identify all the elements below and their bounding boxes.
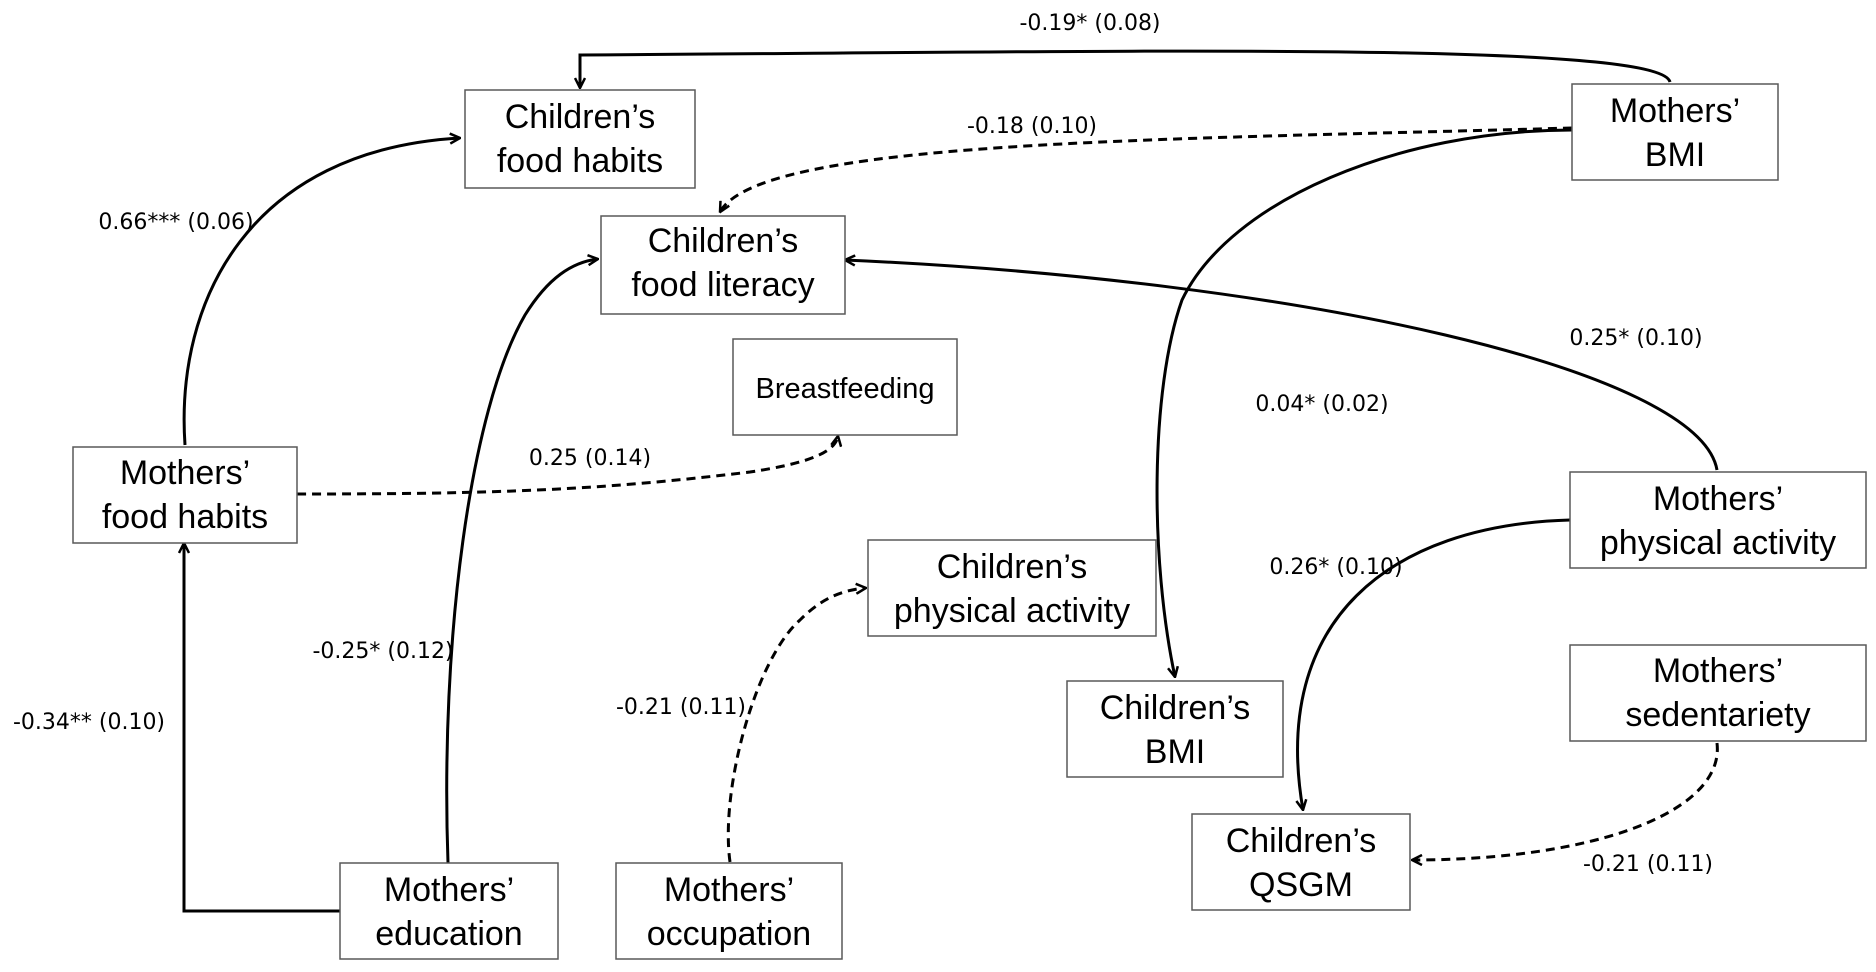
edge-mothers-bmi-to-children-food-literacy (720, 126, 1573, 212)
edge-label-food-habits-food-habits: 0.66*** (0.06) (98, 210, 253, 235)
edge-label-bmi-food-literacy: -0.18 (0.10) (967, 114, 1097, 139)
svg-text:sedentariety: sedentariety (1625, 696, 1810, 734)
svg-text:Children’s: Children’s (648, 222, 799, 260)
edge-label-bmi-children-bmi: 0.04* (0.02) (1255, 392, 1388, 417)
edge-label-physical-activity-food-literacy: 0.25* (0.10) (1569, 326, 1702, 351)
node-children-physical-activity: Children’s physical activity (867, 539, 1157, 637)
svg-text:physical activity: physical activity (894, 592, 1130, 630)
svg-text:Mothers’: Mothers’ (664, 871, 794, 909)
edge-mothers-sedentariety-to-children-qsgm (1412, 742, 1719, 860)
edge-mothers-education-to-mothers-food-habits (184, 543, 340, 913)
svg-text:Children’s: Children’s (937, 548, 1088, 586)
node-children-bmi: Children’s BMI (1066, 680, 1284, 778)
edge-mothers-bmi-to-children-food-habits (580, 49, 1672, 88)
edge-label-sedentariety-qsgm: -0.21 (0.11) (1583, 852, 1713, 877)
svg-text:Children’s: Children’s (1226, 822, 1377, 860)
node-mothers-bmi: Mothers’ BMI (1571, 83, 1779, 181)
node-children-food-literacy: Children’s food literacy (600, 215, 846, 315)
node-mothers-physical-activity: Mothers’ physical activity (1569, 471, 1867, 569)
svg-text:physical activity: physical activity (1600, 524, 1836, 562)
node-children-food-habits: Children’s food habits (464, 89, 696, 189)
node-mothers-education: Mothers’ education (339, 862, 559, 960)
svg-text:Breastfeeding: Breastfeeding (756, 373, 935, 405)
svg-text:BMI: BMI (1645, 136, 1705, 174)
svg-text:food literacy: food literacy (631, 266, 814, 304)
edge-label-education-food-literacy: -0.25* (0.12) (312, 639, 453, 664)
edge-mothers-education-to-children-food-literacy (445, 259, 598, 864)
svg-text:food habits: food habits (497, 142, 663, 180)
edge-label-physical-activity-qsgm: 0.26* (0.10) (1269, 555, 1402, 580)
edge-label-food-habits-breastfeeding: 0.25 (0.14) (529, 446, 651, 471)
edge-mothers-food-habits-to-children-food-habits (182, 138, 460, 446)
svg-text:food habits: food habits (102, 498, 268, 536)
svg-text:Mothers’: Mothers’ (120, 454, 250, 492)
svg-text:Children’s: Children’s (1100, 689, 1251, 727)
svg-text:BMI: BMI (1145, 733, 1205, 771)
edge-label-bmi-food-habits: -0.19* (0.08) (1019, 11, 1160, 36)
svg-text:education: education (375, 915, 522, 953)
svg-text:Mothers’: Mothers’ (1653, 652, 1783, 690)
edge-label-occupation-physical-activity: -0.21 (0.11) (616, 695, 746, 720)
node-mothers-sedentariety: Mothers’ sedentariety (1569, 644, 1867, 742)
svg-text:occupation: occupation (647, 915, 811, 953)
node-mothers-occupation: Mothers’ occupation (615, 862, 843, 960)
edge-mothers-physical-activity-to-children-food-literacy (845, 260, 1719, 471)
svg-text:Mothers’: Mothers’ (1653, 480, 1783, 518)
svg-text:Children’s: Children’s (505, 98, 656, 136)
node-mothers-food-habits: Mothers’ food habits (72, 446, 298, 544)
edge-label-education-food-habits: -0.34** (0.10) (13, 710, 165, 735)
edge-mothers-occupation-to-children-physical-activity (726, 588, 866, 863)
edge-mothers-food-habits-to-breastfeeding (296, 436, 838, 496)
svg-text:QSGM: QSGM (1249, 866, 1353, 904)
node-breastfeeding: Breastfeeding (732, 338, 958, 436)
edge-mothers-bmi-to-children-bmi (1155, 128, 1573, 677)
svg-text:Mothers’: Mothers’ (1610, 92, 1740, 130)
svg-text:Mothers’: Mothers’ (384, 871, 514, 909)
node-children-qsgm: Children’s QSGM (1191, 813, 1411, 911)
edge-mothers-physical-activity-to-children-qsgm (1298, 518, 1571, 810)
